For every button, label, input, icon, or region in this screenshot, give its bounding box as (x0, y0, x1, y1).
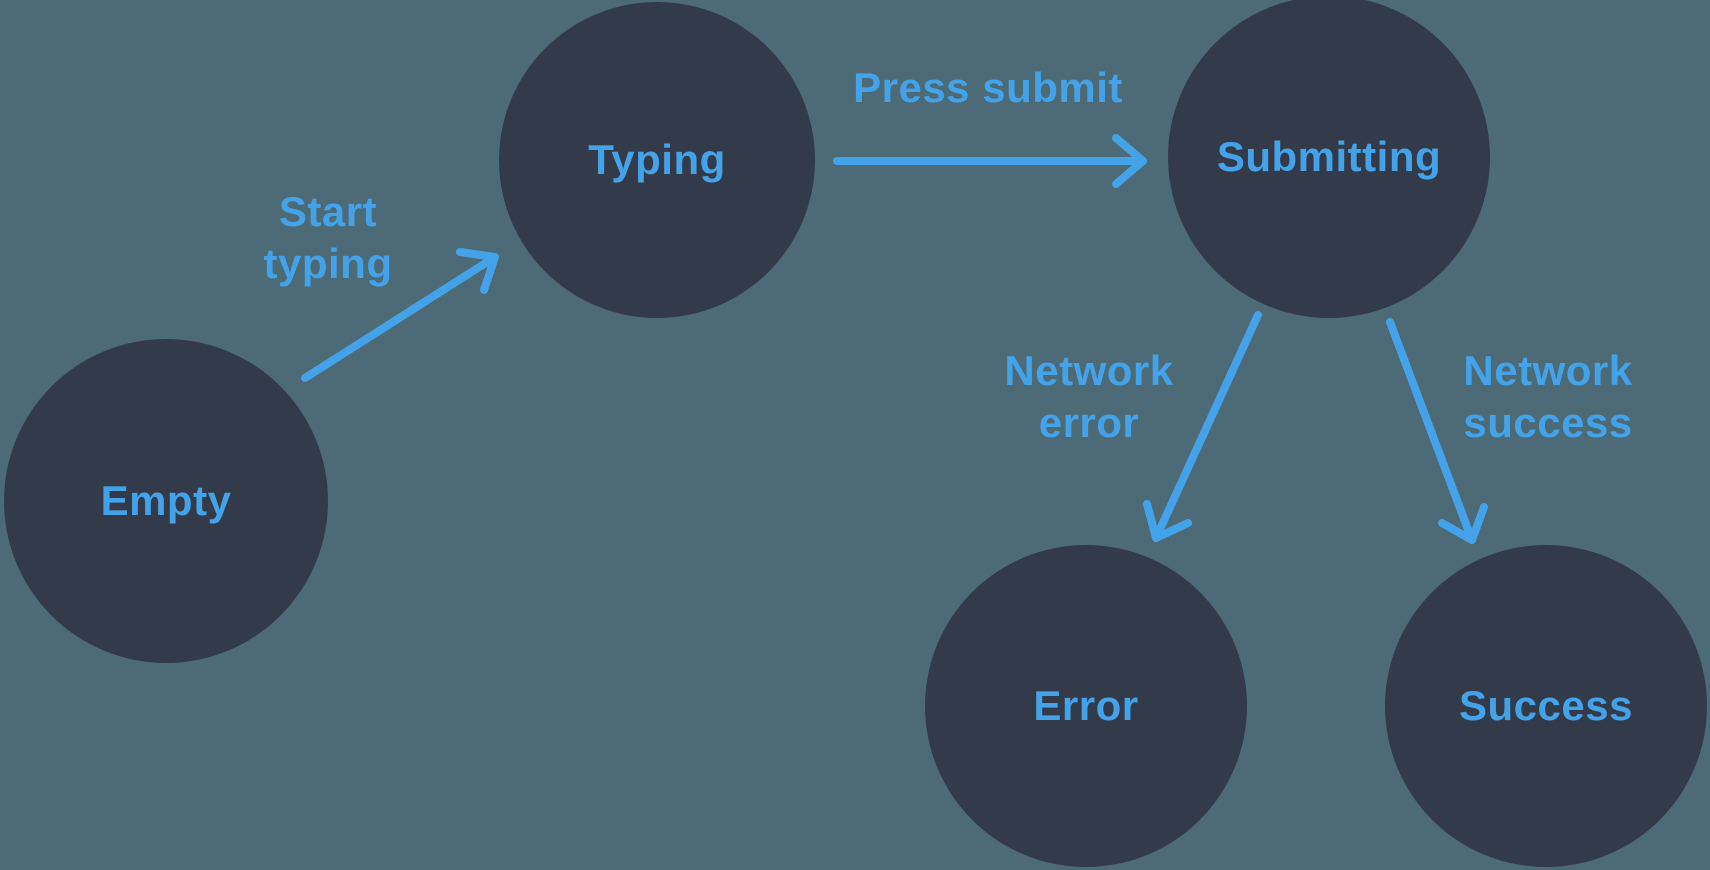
state-label-error: Error (1033, 682, 1139, 729)
state-node-typing: Typing (499, 2, 815, 318)
state-node-empty: Empty (4, 339, 328, 663)
state-label-typing: Typing (588, 136, 726, 183)
state-node-submitting: Submitting (1168, 0, 1490, 318)
edge-label-network-error: Network error (1004, 347, 1174, 446)
state-label-success: Success (1459, 682, 1633, 729)
state-label-submitting: Submitting (1216, 133, 1442, 180)
state-node-success: Success (1385, 545, 1707, 867)
edge-label-start-typing: Start typing (263, 188, 393, 287)
state-label-empty: Empty (100, 477, 232, 524)
edge-label-press-submit: Press submit (853, 64, 1123, 111)
arrow-typing-to-submitting (833, 134, 1147, 188)
edge-label-network-success: Network success (1463, 347, 1633, 446)
state-node-error: Error (925, 545, 1247, 867)
